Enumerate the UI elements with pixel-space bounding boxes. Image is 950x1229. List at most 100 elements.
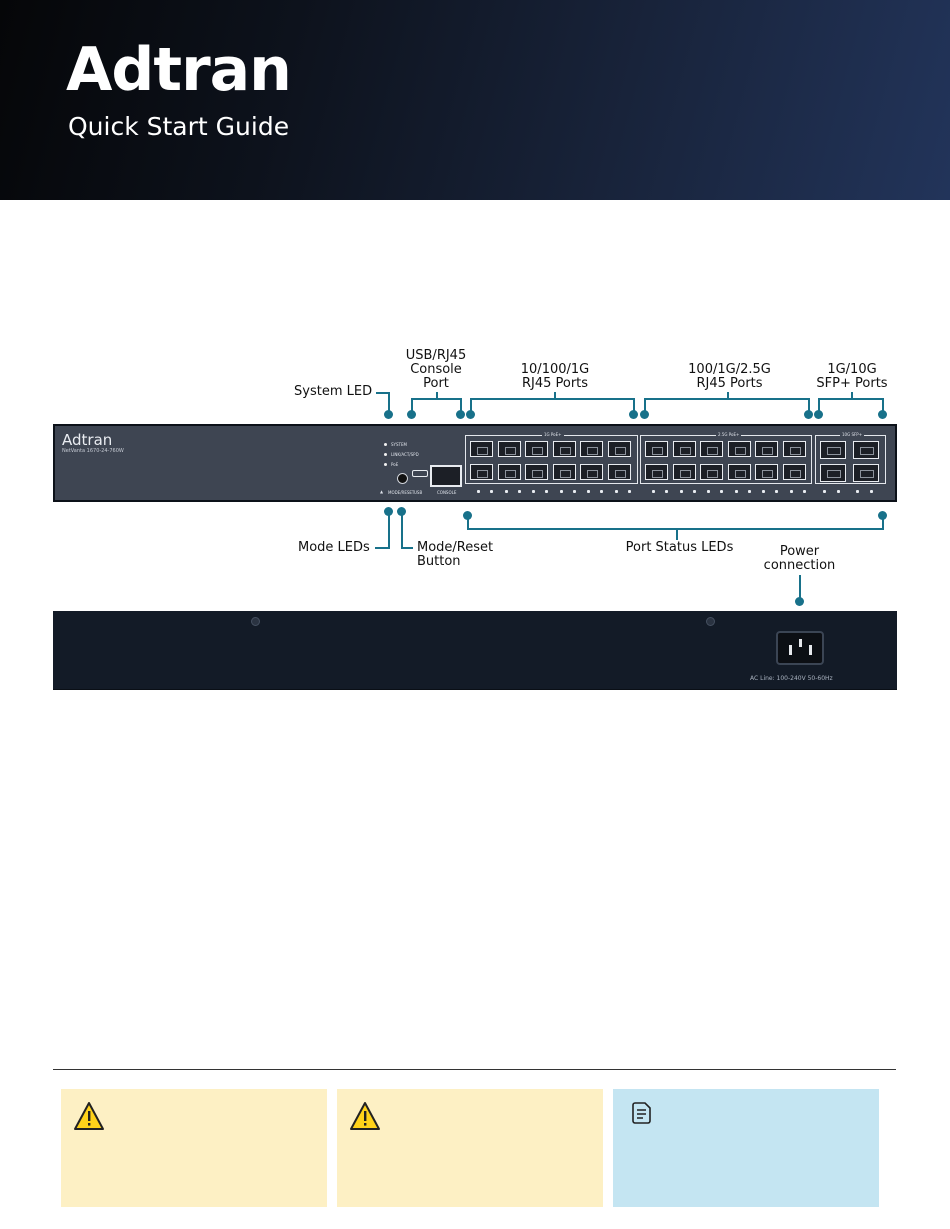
rj45-port[interactable] [470,464,493,480]
leader-line [554,392,556,399]
warning-box [61,1089,327,1207]
usb-label: USB [414,490,423,495]
callout-system-led: System LED [294,384,373,399]
rj45-port[interactable] [645,441,668,457]
sfp-port[interactable] [820,441,846,459]
rj45-port[interactable] [672,464,696,480]
port-status-led [823,490,826,493]
rj45-port[interactable] [497,441,521,457]
page-title: Quick Start Guide [68,112,290,141]
power-pin [789,645,792,655]
rj45-port[interactable] [645,464,668,480]
leader-dot [629,410,638,419]
mode-reset-button[interactable] [397,473,408,484]
divider [53,1069,896,1070]
note-icon [631,1101,653,1129]
leader-line [401,547,413,549]
system-led-label: SYSTEM [391,442,407,447]
rj45-port[interactable] [525,464,548,480]
power-pin [799,639,802,647]
console-port[interactable] [430,465,462,487]
screw-icon [251,617,260,626]
port-group-1g-label: 1G PoE+ [542,432,564,437]
port-status-led [627,490,631,493]
power-pin [809,645,812,655]
leader-line [851,392,853,399]
rear-panel [53,611,897,690]
rj45-port[interactable] [782,464,806,480]
port-group-sfp-label: 10G SFP+ [840,432,865,437]
power-inlet[interactable] [776,631,824,665]
port-status-led [747,490,751,493]
header-banner: Adtran Quick Start Guide [0,0,950,200]
leader-line [436,392,438,399]
brand-logo: Adtran [66,35,292,105]
rj45-port[interactable] [580,464,603,480]
usb-port[interactable] [412,470,428,477]
sfp-port[interactable] [853,464,879,482]
rj45-port[interactable] [497,464,521,480]
callout-rj45-1g: 10/100/1G RJ45 Ports [520,362,590,391]
rj45-port[interactable] [672,441,696,457]
port-status-led [837,490,840,493]
port-status-led [652,490,655,493]
rj45-port[interactable] [580,441,603,457]
rj45-port[interactable] [607,441,631,457]
mode-reset-label: MODE/RESET [388,490,415,495]
leader-dot [878,410,887,419]
callout-console-port: USB/RJ45 Console Port [405,348,467,391]
rj45-port[interactable] [552,441,576,457]
port-status-led [870,490,873,493]
callout-mode-reset: Mode/Reset Button [417,540,494,569]
rj45-port[interactable] [700,441,723,457]
warning-box [337,1089,603,1207]
port-status-led [665,490,668,493]
callout-port-status: Port Status LEDs [625,540,734,555]
leader-dot [407,410,416,419]
port-status-led [720,490,723,493]
rj45-port[interactable] [552,464,576,480]
leader-dot [384,410,393,419]
rj45-port[interactable] [755,464,778,480]
leader-line [411,398,413,412]
rj45-port[interactable] [755,441,778,457]
port-status-led [762,490,765,493]
rj45-port[interactable] [782,441,806,457]
port-status-led [587,490,590,493]
leader-line [470,398,472,412]
callout-sfp: 1G/10G SFP+ Ports [816,362,888,391]
sfp-port[interactable] [820,464,846,482]
mode-led-link [384,453,387,456]
leader-line [376,392,389,394]
port-status-led [734,490,738,493]
port-status-led [775,490,778,493]
callout-rj45-25g: 100/1G/2.5G RJ45 Ports [688,362,771,391]
port-status-led [572,490,576,493]
port-status-led [856,490,859,493]
leader-line [818,398,820,412]
rj45-port[interactable] [470,441,493,457]
rj45-port[interactable] [700,464,723,480]
port-status-led [559,490,563,493]
rj45-port[interactable] [607,464,631,480]
rj45-port[interactable] [727,441,751,457]
leader-line [470,398,635,400]
mode-led-poe [384,463,387,466]
leader-dot [804,410,813,419]
leader-line [375,547,390,549]
port-status-led [707,490,710,493]
rj45-port[interactable] [525,441,548,457]
port-group-25g-label: 2.5G PoE+ [716,432,742,437]
warning-icon [73,1101,105,1135]
mode-led-poe-label: PoE [391,462,399,467]
port-status-led [504,490,508,493]
port-status-led [614,490,618,493]
leader-line [882,398,884,412]
leader-line [727,392,729,399]
leader-line [818,398,884,400]
rj45-port[interactable] [727,464,751,480]
port-status-led [477,490,480,493]
leader-line [388,510,390,548]
sfp-port[interactable] [853,441,879,459]
leader-dot [640,410,649,419]
